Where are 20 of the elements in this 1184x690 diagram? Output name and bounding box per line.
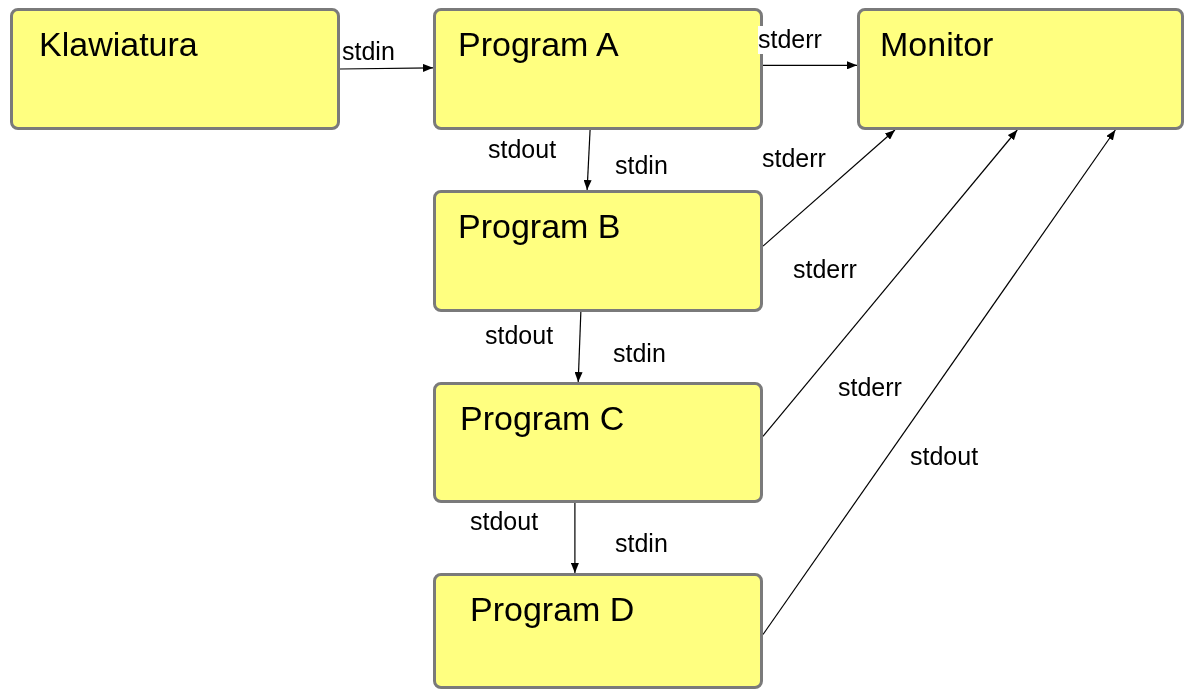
box-label: Program B — [458, 207, 621, 246]
arrow — [762, 61, 858, 70]
process-box — [433, 190, 763, 312]
process-box — [433, 573, 763, 689]
box-label: Klawiatura — [39, 25, 198, 64]
box-label: Program C — [460, 399, 625, 438]
box-label: Program A — [458, 25, 619, 64]
process-box — [10, 8, 340, 130]
arrow — [762, 129, 1018, 438]
arrow — [570, 502, 579, 574]
edge-label: stderr — [758, 26, 822, 54]
arrow — [574, 311, 583, 383]
process-box — [433, 382, 763, 503]
arrow — [339, 63, 434, 72]
box-label: Monitor — [880, 25, 994, 64]
arrow — [762, 129, 1116, 636]
arrow — [583, 129, 592, 191]
arrow — [762, 129, 896, 247]
box-label: Program D — [470, 590, 635, 629]
process-box — [857, 8, 1184, 130]
